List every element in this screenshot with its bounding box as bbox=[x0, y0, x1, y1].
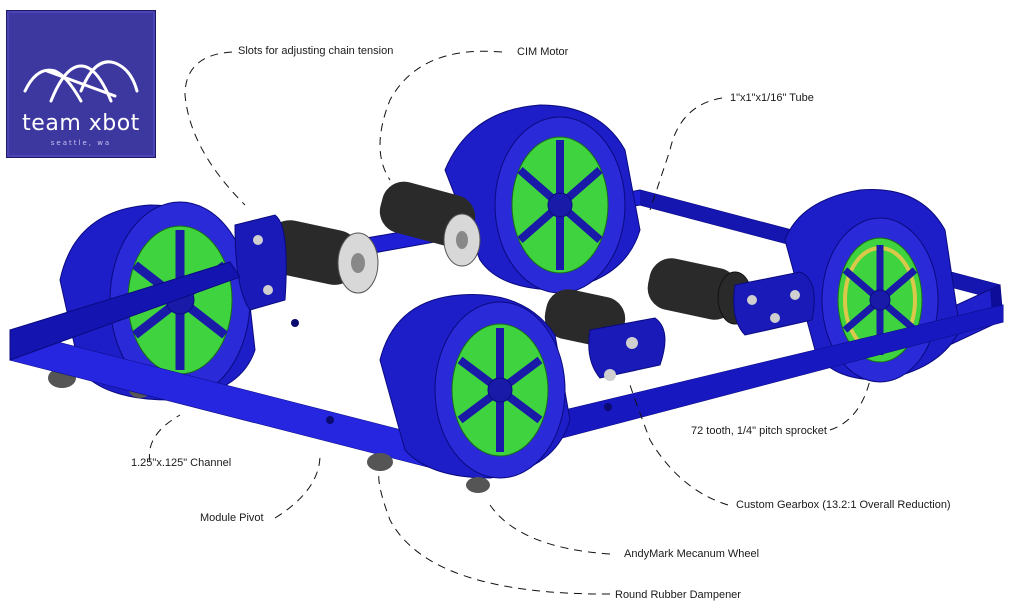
logo-team-name: team xbot bbox=[22, 111, 140, 136]
gearbox-front bbox=[544, 289, 666, 381]
cim-motor-left bbox=[264, 220, 379, 294]
callout-gearbox: Custom Gearbox (13.2:1 Overall Reduction… bbox=[736, 499, 951, 511]
callout-pivot: Module Pivot bbox=[200, 512, 264, 524]
callout-channel: 1.25"x.125" Channel bbox=[131, 457, 232, 469]
callout-cim-motor: CIM Motor bbox=[517, 46, 569, 58]
team-logo: team xbot seattle, wa bbox=[6, 10, 156, 158]
callout-mecanum: AndyMark Mecanum Wheel bbox=[624, 548, 760, 560]
gearbox-rear bbox=[733, 271, 815, 336]
callout-sprocket: 72 tooth, 1/4" pitch sprocket bbox=[691, 425, 827, 437]
wheel-front-right bbox=[367, 294, 571, 493]
callout-chain-tension: Slots for adjusting chain tension bbox=[238, 45, 394, 57]
logo-city: seattle, wa bbox=[50, 139, 112, 147]
xbot-logo-icon bbox=[23, 60, 139, 103]
cim-motor-rear bbox=[379, 181, 481, 267]
callout-dampener: Round Rubber Dampener bbox=[615, 589, 741, 601]
leader-lines bbox=[148, 50, 871, 595]
left-frame-end bbox=[9, 261, 241, 361]
wheel-rear-left bbox=[444, 104, 641, 294]
gearbox-left bbox=[234, 214, 287, 311]
callout-tube: 1"x1"x1/16" Tube bbox=[730, 92, 814, 104]
